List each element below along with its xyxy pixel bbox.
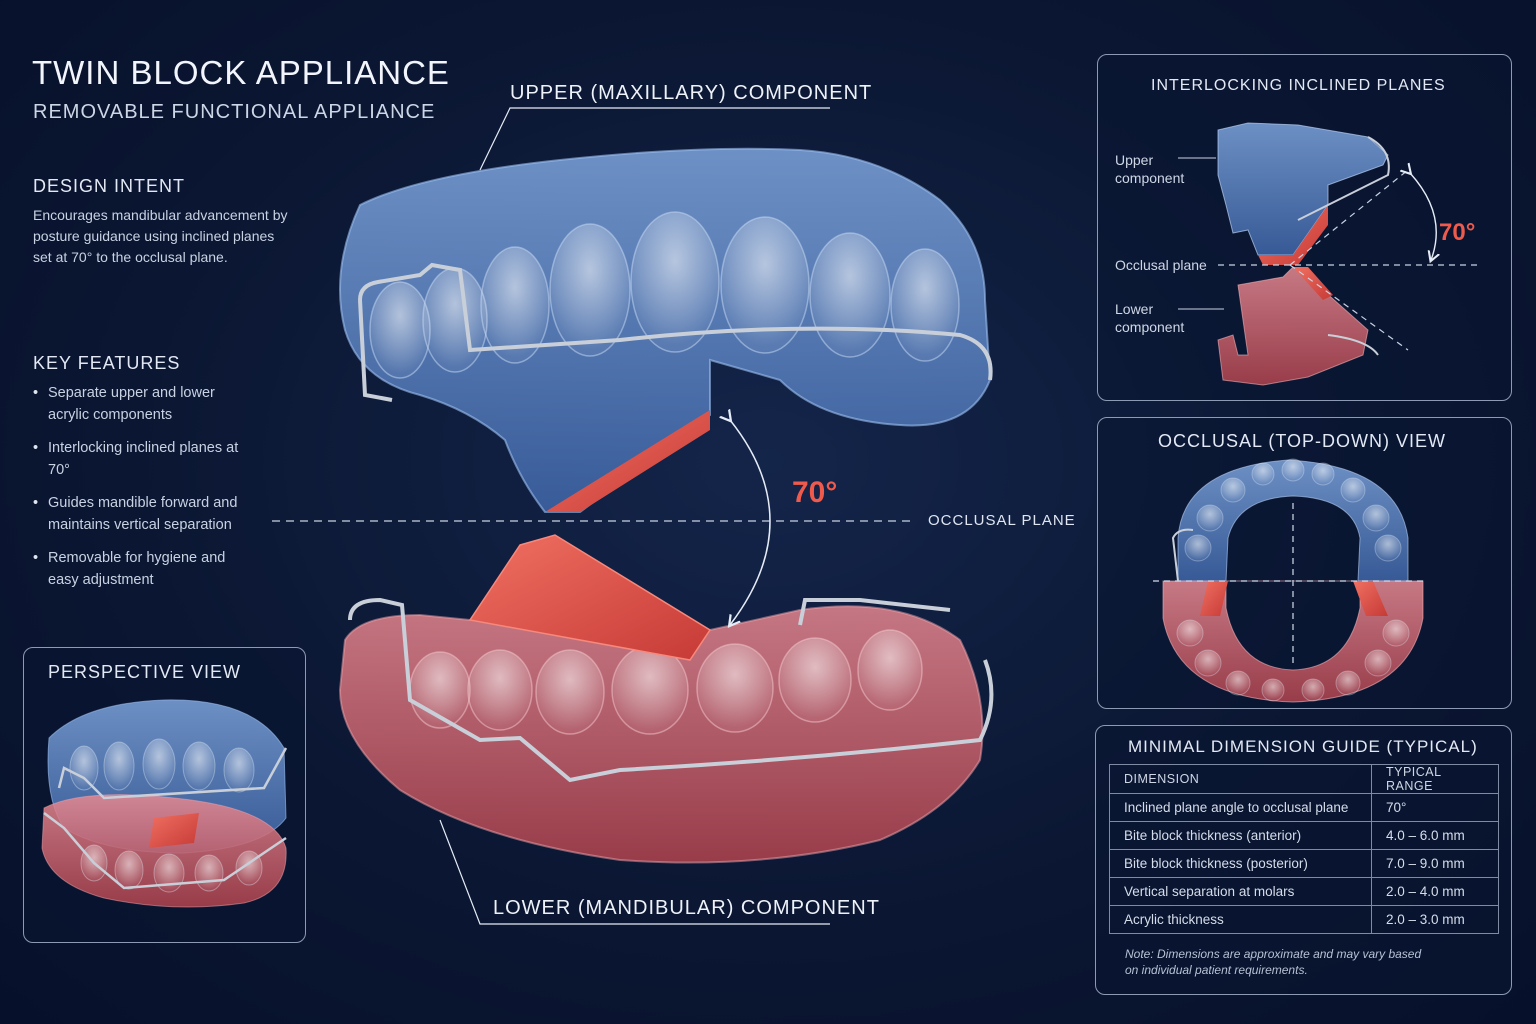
table-cell: 2.0 – 4.0 mm	[1371, 877, 1499, 906]
upper-component-label: UPPER (MAXILLARY) COMPONENT	[510, 82, 873, 104]
occlusal-plane-label: OCCLUSAL PLANE	[928, 512, 1076, 529]
table-row: Bite block thickness (anterior) 4.0 – 6.…	[1109, 821, 1499, 850]
feature-item: Interlocking inclined planes at 70°	[33, 437, 243, 481]
table-row: Vertical separation at molars 2.0 – 4.0 …	[1109, 877, 1499, 906]
table-row: Inclined plane angle to occlusal plane 7…	[1109, 793, 1499, 822]
table-cell: Vertical separation at molars	[1109, 877, 1372, 906]
table-cell: 7.0 – 9.0 mm	[1371, 849, 1499, 878]
feature-item: Separate upper and lower acrylic compone…	[33, 382, 243, 426]
page-title: TWIN BLOCK APPLIANCE	[32, 54, 450, 91]
table-cell: Bite block thickness (anterior)	[1109, 821, 1372, 850]
design-intent-text: Encourages mandibular advancement by pos…	[33, 207, 288, 265]
table-row: Bite block thickness (posterior) 7.0 – 9…	[1109, 849, 1499, 878]
dimension-guide-panel: MINIMAL DIMENSION GUIDE (TYPICAL) DIMENS…	[1095, 725, 1512, 995]
table-row: Acrylic thickness 2.0 – 3.0 mm	[1109, 905, 1499, 934]
table-cell: Acrylic thickness	[1109, 905, 1372, 934]
perspective-view-title: PERSPECTIVE VIEW	[48, 662, 242, 682]
table-cell: 4.0 – 6.0 mm	[1371, 821, 1499, 850]
page-subtitle: REMOVABLE FUNCTIONAL APPLIANCE	[33, 101, 436, 123]
table-header-row: DIMENSION TYPICAL RANGE	[1109, 764, 1499, 794]
lower-component-illustration	[338, 534, 994, 864]
feature-item: Guides mandible forward and maintains ve…	[33, 492, 243, 536]
dimension-note: Note: Dimensions are approximate and may…	[1125, 947, 1422, 977]
inclined-lower-label: Lower component	[1115, 301, 1185, 335]
table-cell: Inclined plane angle to occlusal plane	[1109, 793, 1372, 822]
lower-callout-line	[439, 819, 830, 925]
table-header-cell: TYPICAL RANGE	[1371, 764, 1499, 794]
occlusal-diagram	[1153, 458, 1428, 703]
inclined-planes-diagram	[1178, 122, 1478, 386]
angle-arc	[730, 420, 771, 625]
main-angle-label: 70°	[792, 476, 838, 509]
table-cell: 2.0 – 3.0 mm	[1371, 905, 1499, 934]
key-features-title: KEY FEATURES	[33, 353, 181, 373]
design-intent-title: DESIGN INTENT	[33, 176, 186, 196]
upper-callout-line	[479, 107, 830, 171]
table-cell: Bite block thickness (posterior)	[1109, 849, 1372, 878]
perspective-illustration	[41, 699, 288, 908]
key-features-list: Separate upper and lower acrylic compone…	[33, 382, 243, 602]
occlusal-view-title: OCCLUSAL (TOP-DOWN) VIEW	[1158, 431, 1447, 451]
inclined-planes-title: INTERLOCKING INCLINED PLANES	[1151, 77, 1446, 94]
dimension-table: DIMENSION TYPICAL RANGE Inclined plane a…	[1109, 764, 1499, 934]
occlusal-view-panel: OCCLUSAL (TOP-DOWN) VIEW	[1097, 417, 1512, 709]
inclined-plane-label: Occlusal plane	[1115, 257, 1207, 273]
upper-component-illustration	[339, 147, 993, 513]
table-cell: 70°	[1371, 793, 1499, 822]
lower-component-label: LOWER (MANDIBULAR) COMPONENT	[493, 897, 880, 919]
dimension-guide-title: MINIMAL DIMENSION GUIDE (TYPICAL)	[1128, 737, 1478, 756]
feature-item: Removable for hygiene and easy adjustmen…	[33, 547, 243, 591]
perspective-view-panel: PERSPECTIVE VIEW	[23, 647, 306, 943]
inclined-planes-panel: INTERLOCKING INCLINED PLANES Upper compo…	[1097, 54, 1512, 401]
inclined-angle-label: 70°	[1439, 219, 1476, 246]
inclined-upper-label: Upper component	[1115, 152, 1185, 186]
table-header-cell: DIMENSION	[1109, 764, 1372, 794]
